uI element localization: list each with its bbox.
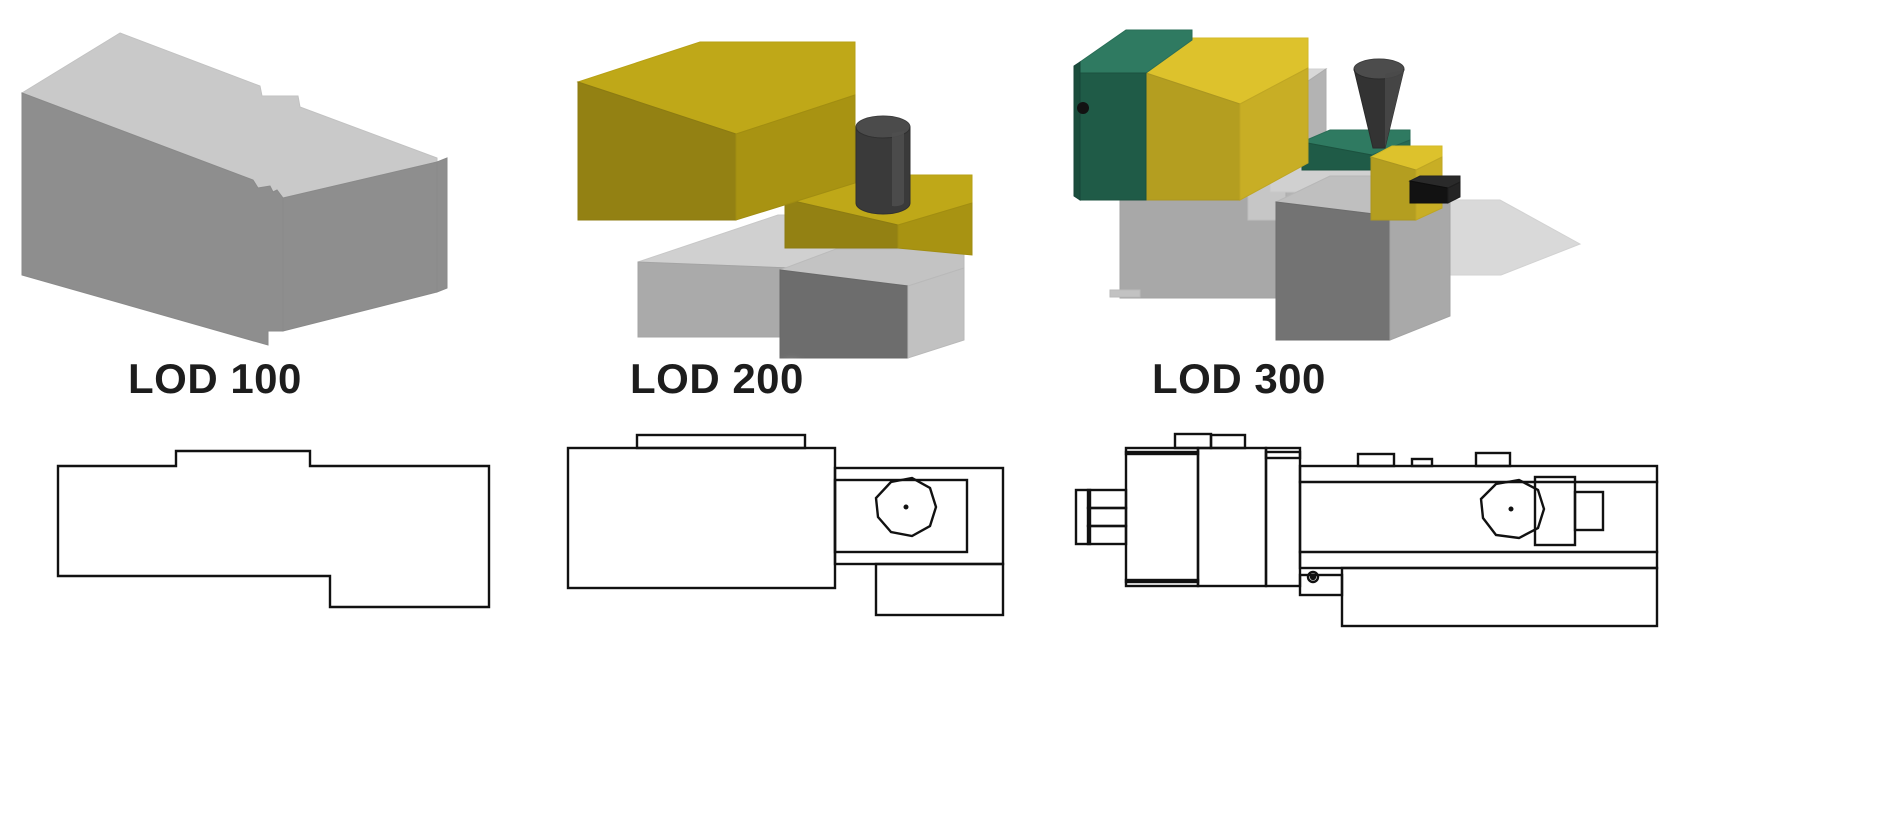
mould-platen-side bbox=[1239, 67, 1309, 201]
lod200-plan-svg bbox=[566, 433, 1005, 617]
plan300-rear-connector-2 bbox=[1086, 506, 1128, 528]
plan300-mid-column-strip bbox=[1264, 450, 1302, 460]
plan300-rear-connector-3 bbox=[1086, 524, 1128, 546]
clamping-unit-end-cap bbox=[1073, 61, 1081, 201]
plan300-nozzle-tip bbox=[1573, 490, 1605, 532]
lod100-label: LOD 100 bbox=[128, 355, 302, 402]
lod100-plan-drawing bbox=[0, 420, 600, 814]
lod200-3d-model bbox=[540, 0, 1160, 420]
plan300-barrel-lug-1 bbox=[1356, 452, 1396, 468]
plan300-mid-column bbox=[1264, 446, 1302, 588]
plan200-hopper-polygon bbox=[874, 476, 938, 538]
plan300-barrel-lug-3 bbox=[1474, 451, 1512, 468]
machine-foot bbox=[1109, 289, 1141, 298]
plan300-nozzle-head bbox=[1533, 475, 1577, 547]
lod300-3d-svg bbox=[1073, 29, 1582, 341]
lod100-3d-model bbox=[0, 0, 600, 420]
lod200-plan-drawing bbox=[540, 420, 1160, 814]
lod-column-100: LOD 100 bbox=[0, 0, 600, 814]
lod100-3d-svg bbox=[20, 32, 448, 346]
plan300-platen-body bbox=[1196, 446, 1268, 588]
plan300-rear-connector-1 bbox=[1086, 488, 1128, 510]
plan300-top-lug-1 bbox=[1173, 432, 1213, 450]
plan200-hopper-center-dot bbox=[903, 504, 909, 510]
clamping-unit-front bbox=[1079, 72, 1147, 201]
plan300-left-stub bbox=[1074, 488, 1092, 546]
lod300-label: LOD 300 bbox=[1152, 355, 1326, 402]
lod100-plan-svg bbox=[56, 449, 491, 609]
lod300-plan-drawing bbox=[1074, 420, 1903, 814]
plan100-footprint-outline bbox=[56, 449, 491, 609]
lod-column-200: LOD 200 bbox=[540, 0, 1160, 814]
lod-column-300: LOD 300 bbox=[1073, 0, 1903, 814]
plan200-base-block bbox=[874, 562, 1005, 617]
clamping-unit-bolt bbox=[1077, 102, 1089, 114]
plan300-base-side-bar bbox=[1298, 573, 1344, 597]
base-frame-right-front bbox=[779, 269, 909, 359]
plan300-barrel-lug-2 bbox=[1410, 457, 1434, 468]
plan300-base-block bbox=[1340, 566, 1659, 628]
lod200-3d-svg bbox=[576, 41, 973, 359]
injection-bar-side bbox=[897, 202, 973, 256]
massing-right-face bbox=[436, 157, 448, 293]
base-frame-right-side bbox=[907, 267, 965, 359]
base-frame-left-front bbox=[637, 261, 791, 338]
plan200-barrel-inner bbox=[833, 478, 969, 554]
plan300-hopper-center-dot bbox=[1508, 506, 1514, 512]
nozzle-side bbox=[1447, 181, 1461, 204]
hopper-cone-highlight bbox=[1385, 70, 1404, 148]
lod300-3d-model bbox=[1073, 0, 1903, 420]
lod200-label: LOD 200 bbox=[630, 355, 804, 402]
massing-front-face bbox=[21, 92, 284, 346]
plan300-clamping-unit bbox=[1124, 450, 1200, 584]
plan200-clamp-unit bbox=[566, 446, 837, 590]
plan300-hopper-polygon bbox=[1479, 478, 1546, 540]
plan300-port-circle-inner bbox=[1309, 573, 1317, 581]
plan200-top-rail bbox=[635, 433, 807, 450]
plan300-port-circle bbox=[1306, 570, 1320, 584]
plan300-top-lug-2 bbox=[1209, 433, 1247, 450]
base-block-front bbox=[1275, 201, 1391, 341]
clamp-unit-side-face bbox=[735, 94, 856, 221]
feed-cylinder-highlight bbox=[892, 131, 905, 207]
lod300-plan-svg bbox=[1074, 432, 1659, 628]
